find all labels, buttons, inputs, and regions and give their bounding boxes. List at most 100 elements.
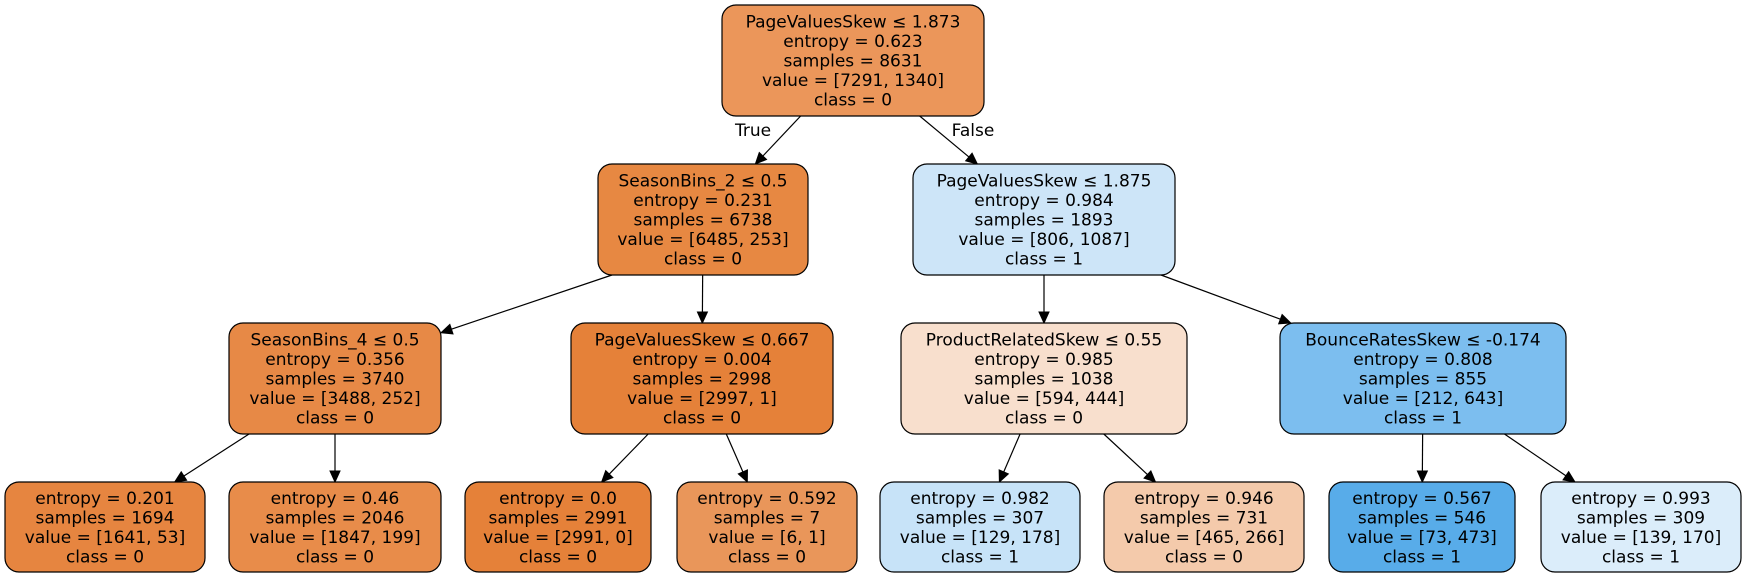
edge-label-true: True xyxy=(734,121,771,141)
node-line: entropy = 0.982 xyxy=(910,489,1050,509)
node-line: class = 0 xyxy=(66,547,144,567)
node-box xyxy=(597,163,809,276)
node-line: entropy = 0.567 xyxy=(1352,489,1492,509)
node-line: entropy = 0.356 xyxy=(265,350,405,370)
node-line: samples = 855 xyxy=(1359,370,1487,390)
node-box xyxy=(721,4,985,117)
tree-edge xyxy=(1038,275,1050,325)
arrow-head-icon xyxy=(1277,313,1292,325)
tree-edge xyxy=(998,433,1021,484)
tree-edge xyxy=(1160,274,1292,325)
node-line: value = [465, 266] xyxy=(1124,528,1284,548)
tree-edge xyxy=(600,433,649,483)
node-line: value = [129, 178] xyxy=(900,528,1060,548)
node-line: PageValuesSkew ≤ 1.875 xyxy=(937,172,1152,192)
node-line: class = 0 xyxy=(1165,547,1243,567)
node-line: samples = 1694 xyxy=(36,508,175,528)
node-box xyxy=(676,481,858,573)
node-line: samples = 7 xyxy=(714,508,821,528)
node-box xyxy=(1540,481,1742,573)
node-box xyxy=(464,481,652,573)
tree-edge: False xyxy=(919,115,995,165)
arrow-head-icon xyxy=(737,469,748,484)
node-line: samples = 2998 xyxy=(633,370,772,390)
node-line: samples = 2991 xyxy=(489,508,628,528)
edges-layer: True False xyxy=(173,115,1576,484)
node-line: entropy = 0.201 xyxy=(35,489,175,509)
arrow-head-icon xyxy=(696,311,709,325)
node-line: ProductRelatedSkew ≤ 0.55 xyxy=(926,331,1162,351)
node-line: value = [139, 170] xyxy=(1561,528,1721,548)
node-line: samples = 8631 xyxy=(784,52,923,72)
node-line: samples = 3740 xyxy=(266,370,405,390)
node-line: class = 0 xyxy=(728,547,806,567)
edge-label-false: False xyxy=(952,121,995,141)
arrow-head-icon xyxy=(439,323,454,335)
node-line: samples = 309 xyxy=(1577,508,1705,528)
edge-line xyxy=(1103,433,1148,475)
node-line: class = 1 xyxy=(1005,250,1083,270)
node-line: value = [6, 1] xyxy=(708,528,825,548)
node-box xyxy=(1103,481,1305,573)
node-line: class = 1 xyxy=(941,547,1019,567)
tree-edge xyxy=(329,434,341,484)
edge-line xyxy=(725,433,744,473)
node-line: entropy = 0.46 xyxy=(271,489,400,509)
node-line: entropy = 0.808 xyxy=(1353,350,1493,370)
node-line: entropy = 0.0 xyxy=(499,489,617,509)
edge-line xyxy=(762,115,802,157)
node-line: samples = 1893 xyxy=(975,211,1114,231)
node-line: entropy = 0.231 xyxy=(633,191,773,211)
node-line: value = [3488, 252] xyxy=(249,389,420,409)
edge-line xyxy=(1504,433,1567,477)
node-box xyxy=(900,322,1188,435)
node-line: entropy = 0.985 xyxy=(974,350,1114,370)
node-box xyxy=(1328,481,1516,573)
node-line: class = 0 xyxy=(663,409,741,429)
tree-edge xyxy=(696,274,709,325)
node-line: class = 1 xyxy=(1602,547,1680,567)
node-line: samples = 307 xyxy=(916,508,1044,528)
node-line: class = 0 xyxy=(1005,409,1083,429)
node-line: samples = 6738 xyxy=(634,211,773,231)
node-line: entropy = 0.993 xyxy=(1571,489,1711,509)
node-line: entropy = 0.984 xyxy=(974,191,1114,211)
node-line: class = 0 xyxy=(519,547,597,567)
arrow-head-icon xyxy=(998,469,1010,484)
arrow-head-icon xyxy=(173,470,188,483)
arrow-head-icon xyxy=(1562,470,1576,483)
arrow-head-icon xyxy=(329,470,341,484)
edge-line xyxy=(451,274,613,330)
tree-edge xyxy=(1504,433,1576,483)
node-line: value = [2991, 0] xyxy=(483,528,633,548)
node-line: entropy = 0.592 xyxy=(697,489,837,509)
node-box xyxy=(4,481,206,573)
node-line: value = [1641, 53] xyxy=(25,528,185,548)
node-line: samples = 546 xyxy=(1358,508,1486,528)
node-box xyxy=(912,163,1176,276)
node-line: PageValuesSkew ≤ 1.873 xyxy=(746,13,961,33)
node-box xyxy=(228,481,442,573)
node-line: class = 1 xyxy=(1383,547,1461,567)
arrow-head-icon xyxy=(754,151,768,165)
node-line: samples = 731 xyxy=(1140,508,1268,528)
arrow-head-icon xyxy=(1416,470,1429,484)
node-line: class = 0 xyxy=(296,409,374,429)
node-line: SeasonBins_4 ≤ 0.5 xyxy=(250,331,419,351)
node-box xyxy=(879,481,1081,573)
node-line: PageValuesSkew ≤ 0.667 xyxy=(595,331,810,351)
arrow-head-icon xyxy=(1143,469,1157,483)
tree-edge xyxy=(439,274,613,335)
arrow-head-icon xyxy=(964,152,979,165)
